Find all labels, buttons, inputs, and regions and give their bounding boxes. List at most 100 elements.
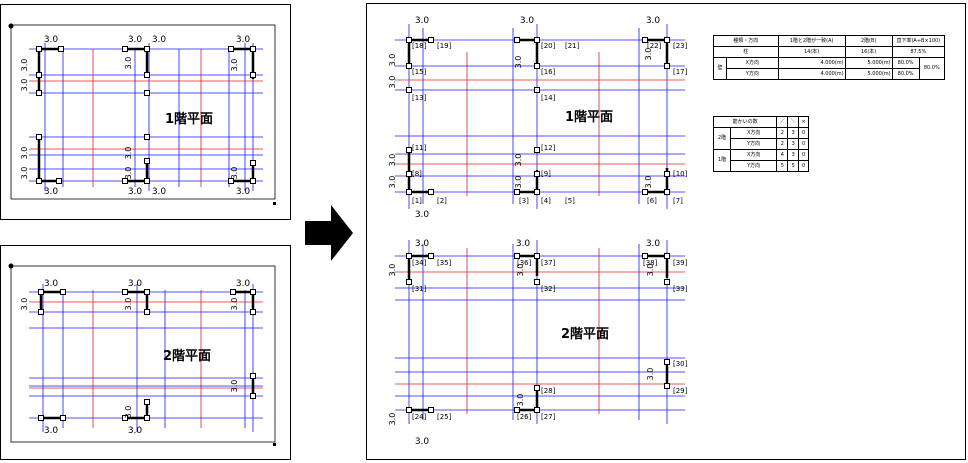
column-node (534, 253, 540, 259)
column-number-label: [36] (517, 259, 532, 267)
column-number-label: [35] (437, 259, 452, 267)
column-node (664, 171, 670, 177)
brace-header-backslash: ＼ (787, 116, 800, 128)
column-number-label: [33] (673, 285, 688, 293)
summary-wall-y-dir: Y方向 (726, 68, 779, 80)
column-node (664, 37, 670, 43)
dimension-label: 3.0 (388, 264, 397, 277)
column-node (144, 134, 150, 140)
column-node (642, 253, 648, 259)
dimension-label: 3.0 (128, 426, 143, 436)
summary-column-label: 柱 (713, 46, 779, 58)
column-number-label: [17] (673, 68, 688, 76)
column-node (534, 87, 540, 93)
column-node (122, 289, 128, 295)
dimension-label: 3.0 (44, 35, 59, 45)
summary-wall-y-b: 5.000(m) (844, 68, 893, 80)
column-node (144, 46, 150, 52)
column-number-label: [29] (673, 387, 688, 395)
summary-column-a: 14(本) (777, 46, 846, 58)
column-node (228, 46, 234, 52)
summary-header-b: 2階(B) (844, 35, 893, 47)
column-node (250, 289, 256, 295)
summary-wall-x-rate: 80.0% (891, 57, 920, 69)
dimension-label: 3.0 (124, 57, 133, 70)
dimension-label: 3.0 (516, 264, 525, 277)
column-node (38, 289, 44, 295)
summary-wall-x-b: 5.000(m) (844, 57, 893, 69)
column-node (664, 253, 670, 259)
dimension-label: 3.0 (644, 176, 653, 189)
dimension-label: 3.0 (20, 147, 29, 160)
column-node (36, 72, 42, 78)
dimension-label: 3.0 (230, 380, 239, 393)
dimension-label: 3.0 (514, 176, 523, 189)
dimension-label: 3.0 (388, 76, 397, 89)
column-node (144, 72, 150, 78)
brace-cell: 3 (787, 138, 800, 150)
summary-wall-y-rate: 80.0% (891, 68, 920, 80)
brace-cell: 5 (787, 160, 800, 172)
dimension-label: 3.0 (388, 54, 397, 67)
summary-header-rate: 直下率(A÷B×100) (891, 35, 946, 47)
column-node (36, 178, 42, 184)
dimension-label: 3.0 (236, 187, 251, 197)
column-node (228, 178, 234, 184)
dimension-label: 3.0 (44, 426, 59, 436)
dimension-label: 3.0 (646, 239, 661, 249)
brace-row-dir: X方向 (729, 127, 778, 139)
column-number-label: [24] (412, 413, 427, 421)
column-node (144, 399, 150, 405)
column-number-label: [1] (412, 197, 422, 205)
dimension-label: 3.0 (44, 279, 59, 289)
dimension-label: 3.0 (415, 239, 430, 249)
column-number-label: [34] (412, 259, 427, 267)
dimension-label: 3.0 (516, 394, 525, 407)
column-node (664, 383, 670, 389)
brace-table: 筋かいの数 ／ ＼ × 2階 X方向 2 3 0 Y方向 2 3 0 1階 X方… (712, 116, 809, 172)
dimension-label: 3.0 (230, 298, 239, 311)
column-node (428, 37, 434, 43)
dimension-label: 3.0 (644, 48, 653, 61)
column-node (250, 393, 256, 399)
dimension-label: 3.0 (415, 210, 430, 220)
column-node (122, 178, 128, 184)
dimension-label: 3.0 (514, 154, 523, 167)
dimension-label: 3.0 (124, 167, 133, 180)
column-node (144, 178, 150, 184)
summary-header-a: 1階と2階が一致(A) (777, 35, 846, 47)
column-node (514, 407, 520, 413)
column-node (534, 385, 540, 391)
column-number-label: [4] (541, 197, 551, 205)
summary-wall-label: 壁 (713, 57, 727, 80)
sheet-frame (10, 265, 276, 443)
dimension-label: 3.0 (520, 16, 535, 26)
summary-wall-x-dir: X方向 (726, 57, 779, 69)
column-node (406, 279, 412, 285)
column-node (664, 63, 670, 69)
column-node (406, 407, 412, 413)
detail-plan-sheet: [18][19][20][21][22][23][15][16][17][13]… (366, 3, 966, 460)
column-number-label: [22] (647, 42, 662, 50)
column-number-label: [21] (565, 42, 580, 50)
dimension-label: 3.0 (236, 279, 251, 289)
dimension-label: 3.0 (128, 187, 143, 197)
column-node (406, 87, 412, 93)
brace-cell: 0 (798, 138, 809, 150)
dimension-label: 3.0 (20, 167, 29, 180)
column-number-label: [38] (643, 259, 658, 267)
dimension-label: 3.0 (20, 59, 29, 72)
dimension-label: 3.0 (646, 368, 655, 381)
column-node (514, 253, 520, 259)
brace-cell: 0 (798, 160, 809, 172)
brace-cell: 2 (776, 127, 789, 139)
column-number-label: [12] (541, 144, 556, 152)
column-node (534, 37, 540, 43)
column-node (406, 253, 412, 259)
column-node (514, 189, 520, 195)
column-number-label: [27] (541, 413, 556, 421)
column-node (534, 63, 540, 69)
column-node (534, 407, 540, 413)
